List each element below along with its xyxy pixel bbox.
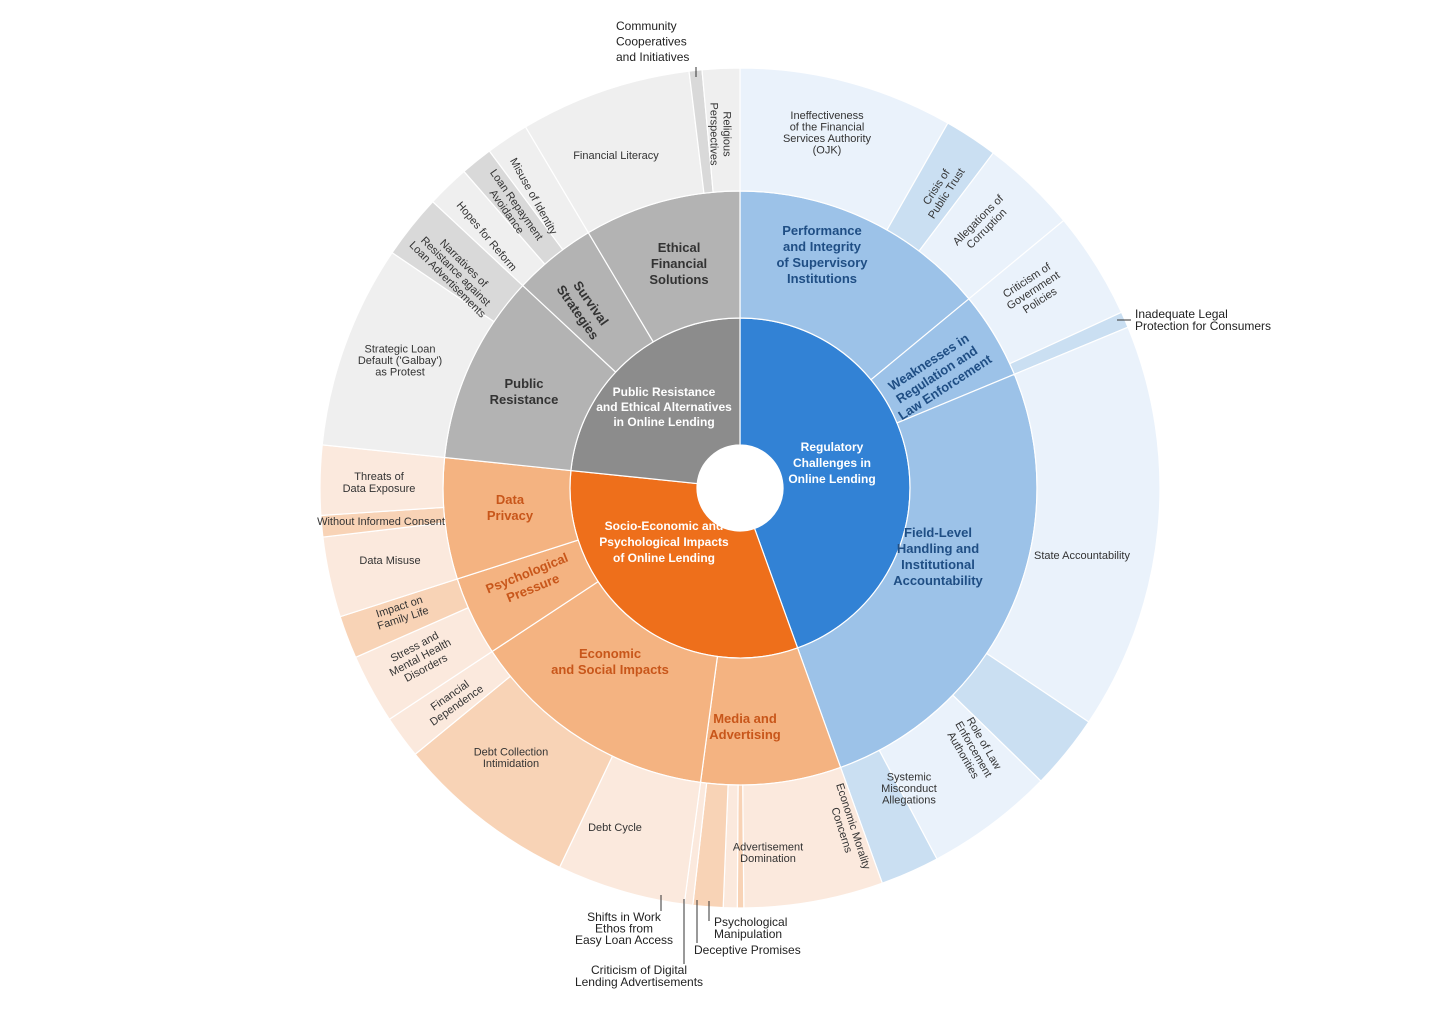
inner-label-line: Regulatory: [801, 440, 864, 454]
outer-label-line: State Accountability: [1034, 550, 1131, 562]
outer-label-line: Services Authority: [783, 133, 872, 145]
outer-label-line: Allegations: [882, 795, 936, 807]
mid-label-line: Financial: [651, 256, 707, 271]
external-label-line: Psychological: [714, 915, 787, 929]
inner-label-line: Psychological Impacts: [599, 535, 729, 549]
outer-label-line: Advertisement: [733, 841, 803, 853]
mid-label-line: Resistance: [490, 392, 559, 407]
external-label-line: and Initiatives: [616, 50, 689, 64]
outer-label-line: as Protest: [375, 367, 425, 379]
outer-label-relig: ReligiousPerspectives: [708, 103, 733, 166]
inner-label-line: Socio-Economic and: [605, 519, 724, 533]
outer-label-line: Default ('Galbay'): [358, 355, 442, 367]
outer-label-line: Misconduct: [881, 783, 937, 795]
outer-label-line: Perspectives: [708, 103, 720, 166]
outer-label-line: Ineffectiveness: [790, 110, 864, 122]
external-label-line: Easy Loan Access: [575, 933, 673, 947]
outer-label-misuse: Data Misuse: [359, 555, 420, 567]
outer-label-line: Intimidation: [483, 758, 539, 770]
slice-religious-perspectives: [701, 67, 741, 193]
leader-lines: [660, 67, 1131, 964]
outer-label-state: State Accountability: [1034, 550, 1131, 562]
external-label-line: Manipulation: [714, 927, 782, 941]
mid-label-line: and Social Impacts: [551, 662, 669, 677]
mid-label-line: and Integrity: [783, 239, 862, 254]
mid-label-line: Ethical: [658, 240, 701, 255]
outer-label-line: Without Informed Consent: [317, 516, 445, 528]
external-label-line: Deceptive Promises: [694, 943, 801, 957]
mid-label-line: Solutions: [649, 272, 708, 287]
center-hole: [697, 445, 783, 531]
outer-label-line: Data Misuse: [359, 555, 420, 567]
outer-label-consent: Without Informed Consent: [317, 516, 445, 528]
outer-label-debtc: Debt Cycle: [588, 822, 642, 834]
mid-label-line: Data: [496, 492, 525, 507]
mid-label-line: Public: [504, 376, 543, 391]
outer-label-line: of the Financial: [790, 121, 865, 133]
mid-label-line: Economic: [579, 646, 641, 661]
inner-label-line: Public Resistance: [613, 385, 716, 399]
external-label-line: Ethos from: [595, 922, 653, 936]
sunburst-slices: [319, 67, 1161, 909]
outer-label-line: Domination: [740, 853, 796, 865]
mid-label-line: Handling and: [897, 541, 979, 556]
outer-label-line: Threats of: [354, 471, 404, 483]
mid-label-line: Performance: [782, 223, 861, 238]
inner-label-line: Challenges in: [793, 456, 871, 470]
outer-label-line: Strategic Loan: [365, 344, 436, 356]
external-label-line: Cooperatives: [616, 35, 687, 49]
outer-label-line: Debt Cycle: [588, 822, 642, 834]
external-label-line: Criticism of Digital: [591, 963, 687, 977]
outer-label-line: Systemic: [887, 772, 932, 784]
external-label-line: Inadequate Legal: [1135, 307, 1228, 321]
mid-label-line: Institutional: [901, 557, 975, 572]
mid-label-line: Privacy: [487, 508, 534, 523]
mid-label-line: of Supervisory: [776, 255, 868, 270]
inner-label-line: in Online Lending: [613, 415, 714, 429]
outer-label-line: Religious: [721, 111, 733, 157]
outer-label-line: Debt Collection: [474, 746, 549, 758]
inner-label-line: of Online Lending: [613, 551, 715, 565]
mid-label-line: Field-Level: [904, 525, 972, 540]
mid-label-line: Media and: [713, 711, 777, 726]
inner-label-line: and Ethical Alternatives: [596, 400, 732, 414]
outer-label-line: Financial Literacy: [573, 150, 659, 162]
outer-label-line: Data Exposure: [343, 483, 416, 495]
inner-label-line: Online Lending: [788, 472, 875, 486]
external-label-line: Lending Advertisements: [575, 975, 703, 989]
mid-label-line: Institutions: [787, 271, 857, 286]
mid-label-line: Advertising: [709, 727, 781, 742]
external-label-line: Community: [616, 19, 677, 33]
external-label-decept: Deceptive Promises: [694, 943, 801, 957]
external-label-line: Shifts in Work: [587, 910, 662, 924]
outer-label-line: (OJK): [813, 144, 842, 156]
external-label-line: Protection for Consumers: [1135, 319, 1271, 333]
mid-label-line: Accountability: [893, 573, 983, 588]
outer-label-lit: Financial Literacy: [573, 150, 659, 162]
